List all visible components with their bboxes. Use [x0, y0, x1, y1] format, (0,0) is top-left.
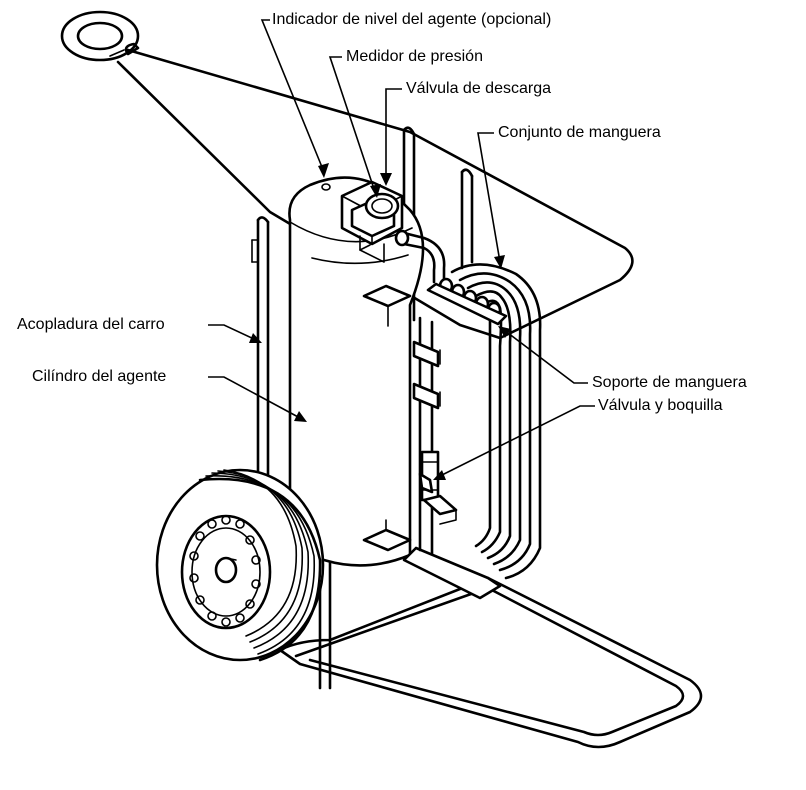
label-valve-nozzle: Válvula y boquilla — [598, 397, 723, 414]
pressure-gauge — [364, 192, 400, 220]
leader-valvula-de-descarga — [380, 88, 402, 186]
leader-cilindro-del-agente — [208, 376, 307, 422]
label-hose-assembly: Conjunto de manguera — [498, 124, 661, 141]
label-agent-cylinder: Cilíndro del agente — [32, 368, 167, 385]
valve-and-nozzle — [418, 450, 458, 525]
label-discharge-valve: Válvula de descarga — [406, 80, 551, 97]
leader-acopladura-del-carro — [208, 324, 262, 343]
leader-medidor-de-presion — [328, 56, 381, 198]
cart-base — [278, 576, 703, 749]
label-hose-support: Soporte de manguera — [592, 374, 747, 391]
label-pressure-gauge: Medidor de presión — [346, 48, 483, 65]
label-cart-coupling: Acopladura del carro — [17, 316, 165, 333]
cart-wheel — [155, 468, 325, 662]
hose-support — [362, 282, 508, 600]
leader-conjunto-de-manguera — [477, 132, 505, 269]
label-level-indicator: Indicador de nivel del agente (opcional) — [272, 11, 552, 28]
agent-cylinder — [288, 176, 425, 567]
leader-valvula-y-boquilla — [433, 405, 595, 480]
leader-indicador-de-nivel — [260, 19, 329, 178]
discharge-hose — [394, 229, 446, 284]
nozzle-hose — [412, 316, 441, 556]
leader-soporte-de-manguera — [498, 326, 588, 384]
